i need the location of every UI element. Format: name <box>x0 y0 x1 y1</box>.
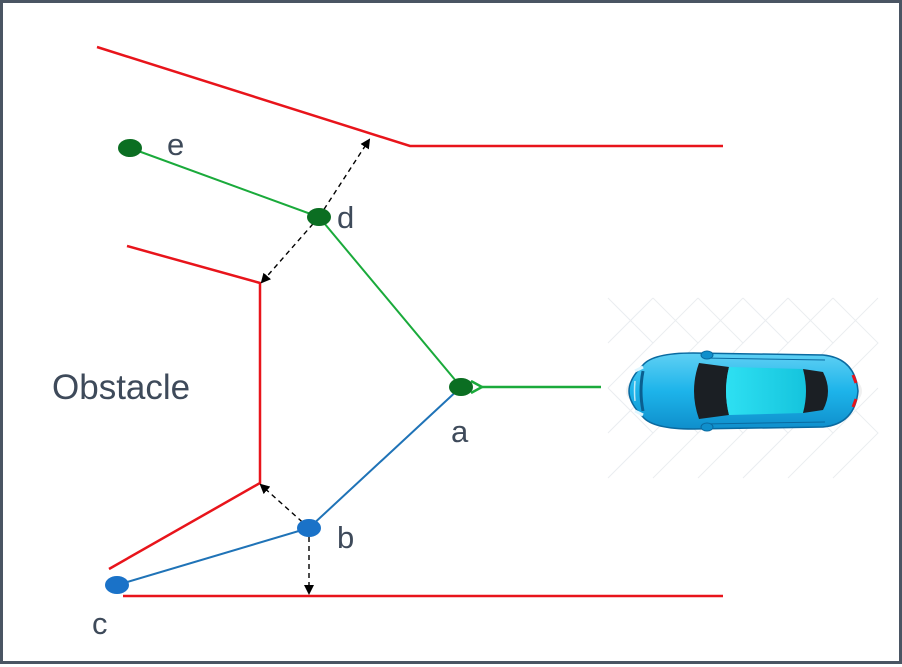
blue-path <box>116 386 462 586</box>
clearance-arrow-b-obstacle <box>259 483 310 529</box>
green-path <box>129 147 462 388</box>
clearance-arrow-d-lower <box>260 216 320 284</box>
clearance-arrow-d-upper <box>318 138 371 218</box>
path-planning-diagram: e d a b c Obstacle <box>52 45 879 641</box>
node-c <box>105 576 129 594</box>
obstacle-label: Obstacle <box>52 368 190 407</box>
label-a: a <box>451 414 469 449</box>
label-c: c <box>92 606 108 641</box>
label-e: e <box>167 127 184 162</box>
car-icon <box>626 350 862 432</box>
label-b: b <box>337 520 354 555</box>
upper-road-boundary <box>96 45 723 148</box>
node-b <box>297 519 321 537</box>
node-a <box>449 378 473 396</box>
obstacle-boundary <box>108 244 262 571</box>
node-e <box>118 139 142 157</box>
label-d: d <box>337 200 354 235</box>
node-d <box>307 208 331 226</box>
